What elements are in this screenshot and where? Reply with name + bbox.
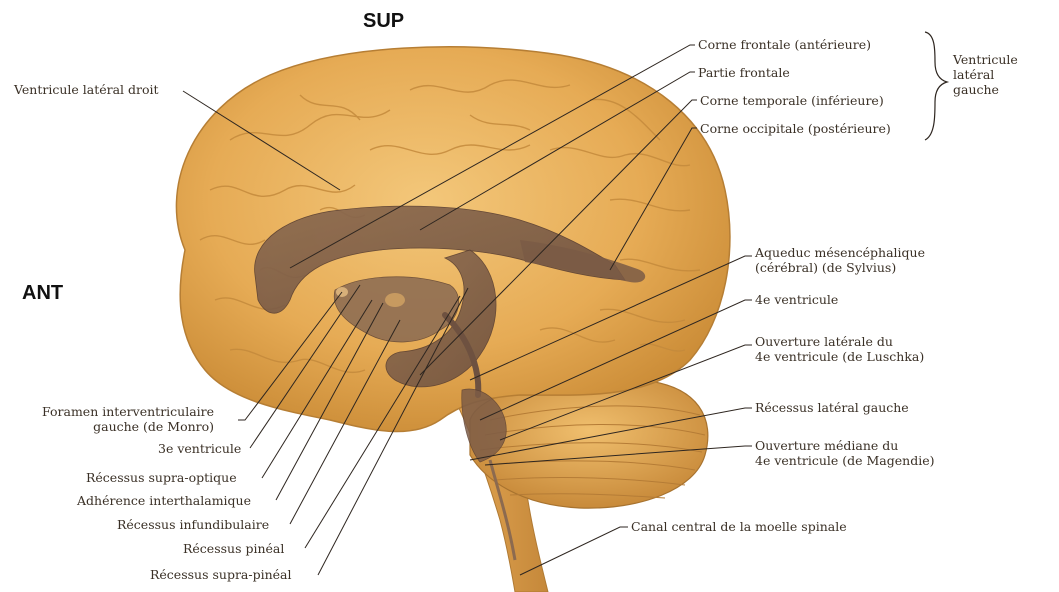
label-quatrieme-ventricule: 4e ventricule <box>755 292 838 307</box>
interthalamic-adhesion <box>385 293 405 307</box>
label-recessus-infundibulaire: Récessus infundibulaire <box>117 517 269 532</box>
label-corne-occipitale: Corne occipitale (postérieure) <box>700 121 891 136</box>
orientation-superior: SUP <box>363 10 404 33</box>
label-ouverture-mediane: Ouverture médiane du 4e ventricule (de M… <box>755 438 934 468</box>
label-foramen: Foramen interventriculaire gauche (de Mo… <box>42 404 214 434</box>
label-recessus-pineal: Récessus pinéal <box>183 541 284 556</box>
label-partie-frontale: Partie frontale <box>698 65 790 80</box>
orientation-anterior: ANT <box>22 282 63 305</box>
label-ventricule-lateral-gauche: Ventricule latéral gauche <box>953 52 1018 97</box>
label-canal-central: Canal central de la moelle spinale <box>631 519 847 534</box>
cerebellum <box>470 379 708 508</box>
label-recessus-supra-pineal: Récessus supra-pinéal <box>150 567 292 582</box>
bracket <box>925 32 947 140</box>
label-aqueduc: Aqueduc mésencéphalique (cérébral) (de S… <box>755 245 925 275</box>
label-ventricule-lateral-droit: Ventricule latéral droit <box>14 82 159 97</box>
label-recessus-lateral-gauche: Récessus latéral gauche <box>755 400 909 415</box>
label-recessus-supra-optique: Récessus supra-optique <box>86 470 237 485</box>
label-troisieme-ventricule: 3e ventricule <box>158 441 241 456</box>
label-ouverture-laterale: Ouverture latérale du 4e ventricule (de … <box>755 334 924 364</box>
label-corne-temporale: Corne temporale (inférieure) <box>700 93 884 108</box>
label-corne-frontale: Corne frontale (antérieure) <box>698 37 871 52</box>
label-adherence: Adhérence interthalamique <box>77 493 251 508</box>
